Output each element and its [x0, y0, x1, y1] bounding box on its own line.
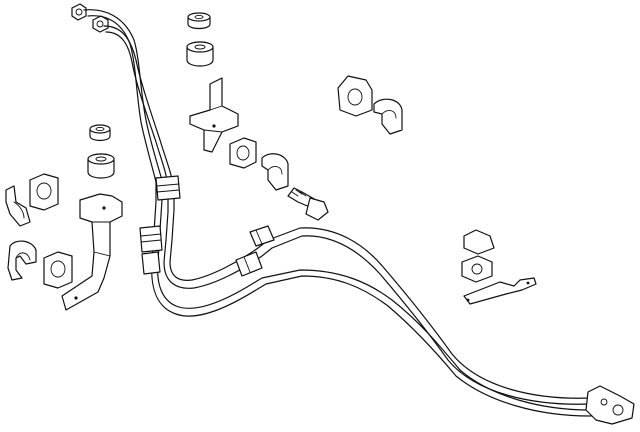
end-fitting-right	[585, 385, 635, 425]
grommet-middle[interactable]	[87, 124, 115, 179]
bracket-right[interactable]	[461, 229, 537, 305]
upper-fitting-left	[71, 3, 87, 21]
clip-left-upper[interactable]	[5, 173, 59, 227]
tube-nut-right-upper	[249, 225, 275, 247]
tube-nut-lower	[141, 251, 161, 275]
clip-left-lower[interactable]	[7, 240, 73, 289]
bracket-upper-center[interactable]	[189, 77, 239, 153]
grommet-upper[interactable]	[186, 12, 214, 67]
bracket-left[interactable]	[61, 193, 123, 311]
clip-center[interactable]	[229, 137, 289, 191]
cooler-line-assembly[interactable]	[71, 3, 635, 425]
clip-upper-right[interactable]	[337, 75, 403, 135]
upper-fitting-right	[92, 15, 109, 33]
tube-nut-mid	[139, 225, 163, 253]
tube-nut-right-lower	[235, 251, 263, 277]
bolt[interactable]	[287, 187, 329, 221]
tube-nut-upper	[155, 175, 181, 201]
